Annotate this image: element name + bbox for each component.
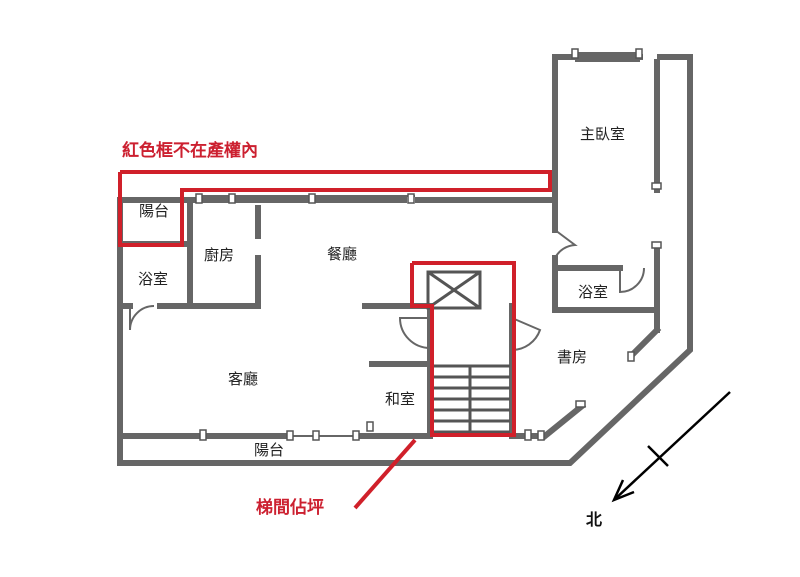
room-label-dining: 餐廳 [327,245,357,263]
door-swings [129,229,645,351]
north-compass: 北 [586,391,731,529]
stair-note: 梯間佔坪 [256,497,324,518]
room-label-study: 書房 [557,348,587,366]
red-frame-note: 紅色框不在產權內 [122,140,258,161]
red-frame-stair [410,261,516,437]
window-lines [200,52,640,437]
excluded-area-frames [118,170,552,510]
room-label-bath-east: 浴室 [578,283,608,301]
room-label-bath-west: 浴室 [138,270,168,288]
room-label-living: 客廳 [228,370,258,388]
stairwell [426,270,510,434]
compass-arrowhead [611,479,635,503]
north-label: 北 [586,510,602,529]
stair-note-pointer [353,438,417,510]
room-label-japanese-room: 和室 [385,390,415,408]
wall-posts [195,48,662,441]
interior-walls [117,59,662,441]
room-label-balcony-west: 陽台 [139,202,169,220]
compass-tick [647,445,669,467]
compass-line [613,391,731,501]
red-frame-balcony [118,170,552,247]
room-label-balcony-south: 陽台 [254,441,284,459]
room-label-master-bedroom: 主臥室 [580,125,625,143]
room-label-kitchen: 廚房 [204,246,234,264]
